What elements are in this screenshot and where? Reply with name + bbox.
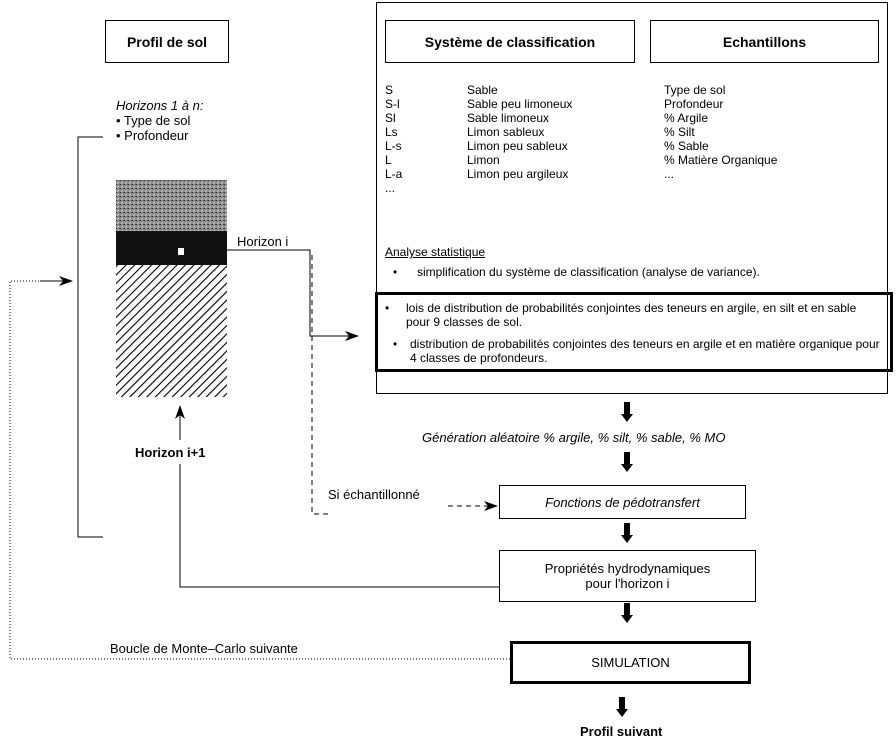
class-name: Limon [467, 153, 500, 167]
bullet-dot: • [393, 265, 398, 279]
horizon-i-label: Horizon i [237, 234, 289, 249]
echantillon-item: % Sable [664, 139, 709, 153]
profile-bracket [77, 136, 103, 538]
class-name: Sable [467, 83, 498, 97]
proprietes-line2: pour l'horizon i [585, 576, 670, 591]
analyse-bullet-2: lois de distribution de probabilités con… [406, 301, 857, 329]
profil-suivant-label: Profil suivant [580, 724, 663, 739]
classification-panel [376, 2, 888, 394]
echantillon-item: % Matière Organique [664, 153, 778, 167]
pedotransfert-label: Fonctions de pédotransfert [545, 494, 700, 510]
analyse-bullet-1: simplification du système de classificat… [417, 265, 760, 279]
si-echantillonne-label: Si échantillonné [328, 487, 420, 502]
horizon-i-link [227, 249, 359, 341]
profil-title-box: Profil de sol [105, 20, 229, 63]
proprietes-line1: Propriétés hydrodynamiques [544, 561, 711, 576]
horizon-next-link [179, 464, 499, 588]
class-code: L-a [385, 167, 403, 181]
echantillon-item: % Argile [664, 111, 709, 125]
profil-title: Profil de sol [126, 33, 208, 50]
echantillons-title: Echantillons [722, 33, 807, 50]
class-code: L [385, 153, 392, 167]
horizon-bottom [116, 265, 227, 397]
monte-carlo-loop [9, 280, 510, 660]
classification-title-box: Système de classification [385, 20, 635, 63]
bullet-type-de-sol: • Type de sol [116, 113, 191, 128]
horizon-top [116, 180, 227, 231]
distribution-box [375, 292, 893, 372]
horizons-heading: Horizons 1 à n: [116, 98, 204, 113]
echantillon-item: ... [664, 167, 675, 181]
class-name: Limon sableux [467, 125, 545, 139]
class-code: Ls [385, 125, 398, 139]
bullet-dot: • [385, 301, 390, 315]
echantillons-title-box: Echantillons [650, 20, 879, 63]
generation-label: Génération aléatoire % argile, % silt, %… [422, 430, 726, 445]
horizon-i-band [116, 231, 227, 265]
simulation-box: SIMULATION [510, 641, 751, 684]
class-code: S [385, 83, 394, 97]
monte-carlo-label: Boucle de Monte–Carlo suivante [110, 641, 298, 656]
class-name: Limon peu argileux [467, 167, 569, 181]
bullet-profondeur: • Profondeur [116, 128, 189, 143]
analyse-heading: Analyse statistique [385, 245, 486, 259]
class-name: Limon peu sableux [467, 139, 568, 153]
horizon-next-label: Horizon i+1 [135, 445, 206, 460]
class-name: Sable peu limoneux [467, 97, 573, 111]
proprietes-box: Propriétés hydrodynamiques pour l'horizo… [499, 550, 756, 602]
flow-down-arrows [616, 402, 633, 717]
analyse-bullet-3: distribution de probabilités conjointes … [410, 337, 880, 365]
class-code: S-l [385, 97, 400, 111]
class-name: Sable limoneux [467, 111, 550, 125]
class-code: ... [385, 181, 396, 195]
bullet-dot: • [393, 337, 398, 351]
class-code: L-s [385, 139, 402, 153]
pedotransfert-box: Fonctions de pédotransfert [499, 485, 746, 519]
simulation-label: SIMULATION [591, 655, 670, 670]
class-code: Sl [385, 111, 396, 125]
echantillon-item: % Silt [664, 125, 695, 139]
echantillon-item: Profondeur [664, 97, 724, 111]
sample-link [311, 255, 328, 515]
classification-title: Système de classification [424, 33, 596, 50]
echantillon-item: Type de sol [664, 83, 726, 97]
